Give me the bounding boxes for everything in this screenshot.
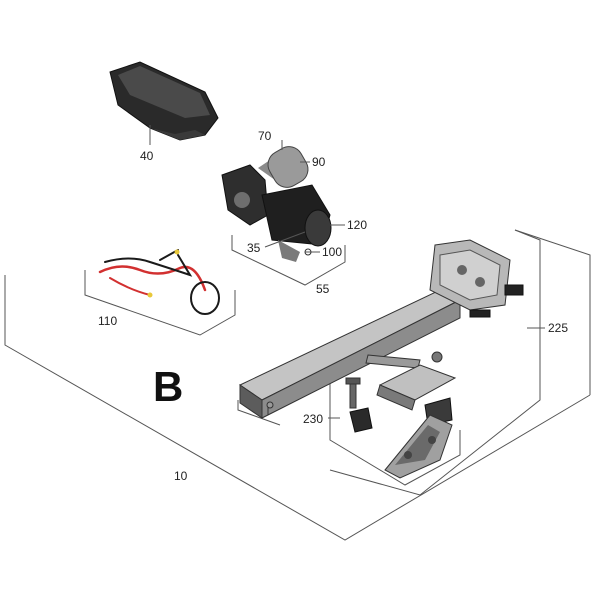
motor-assembly-part (221, 146, 332, 262)
group-box-110 (84, 270, 236, 336)
wiring-harness-part (98, 249, 220, 315)
mounting-plate-part (429, 239, 524, 318)
callout-10: 10 (174, 469, 188, 483)
callout-100: 100 (322, 245, 343, 259)
callout-70: 70 (258, 129, 272, 143)
callout-230: 230 (303, 412, 324, 426)
callout-40: 40 (140, 149, 154, 163)
callout-35: 35 (247, 241, 261, 255)
assembly-outline (4, 229, 591, 541)
callout-55: 55 (316, 282, 330, 296)
callout-90: 90 (312, 155, 326, 169)
group-box-230 (329, 380, 461, 486)
group-box-shaft (237, 400, 281, 426)
callout-225: 225 (548, 321, 569, 335)
section-letter: B (153, 363, 184, 410)
group-box-55 (231, 235, 346, 286)
callout-120: 120 (347, 218, 368, 232)
callout-110: 110 (98, 314, 118, 328)
bracket-hardware-part (345, 351, 457, 479)
motor-cover-part (109, 61, 219, 141)
